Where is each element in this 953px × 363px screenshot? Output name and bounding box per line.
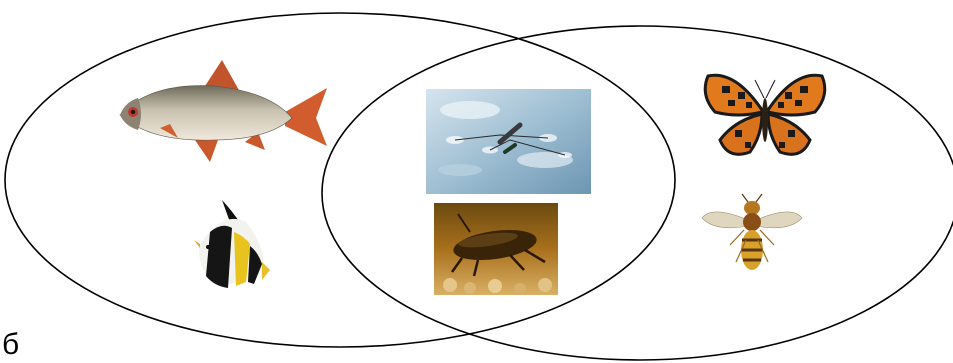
figure-caption-letter: б: [2, 330, 19, 360]
diving-beetle-photo: [434, 203, 558, 295]
roach-fish-image: [120, 60, 327, 162]
wasp-image: [702, 194, 802, 270]
moorish-idol-fish-image: [194, 200, 270, 288]
butterfly-image: [697, 70, 830, 163]
right-set-ellipse: [322, 26, 953, 360]
water-strider-photo: [426, 89, 591, 194]
